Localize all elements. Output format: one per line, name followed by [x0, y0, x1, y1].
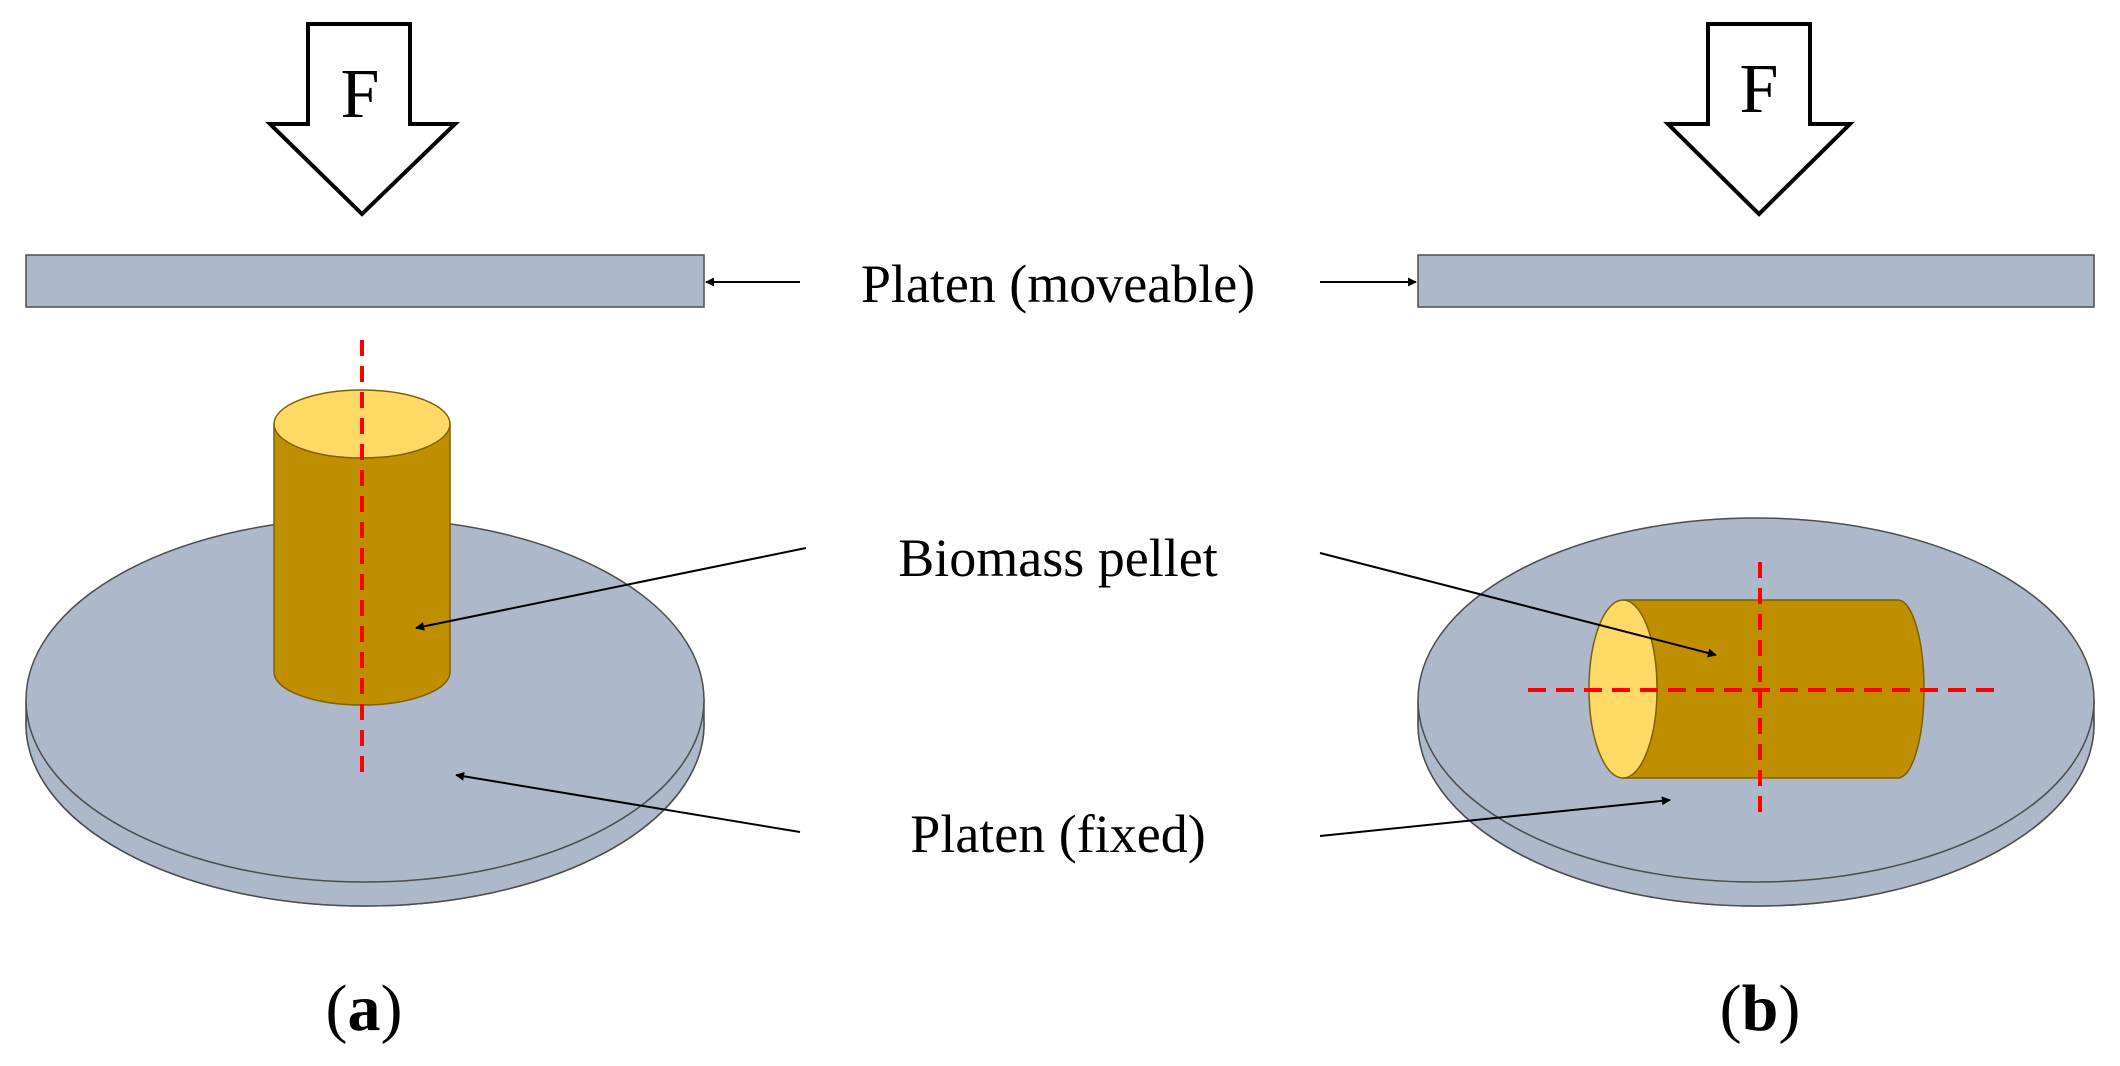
force-label-b: F	[1740, 51, 1779, 128]
leader-pellet-b	[1319, 552, 1717, 658]
label-platen-fixed: Platen (fixed)	[910, 804, 1205, 864]
panel-caption-a: (a)	[326, 972, 403, 1045]
moveable-platen-b	[1417, 254, 2095, 308]
panel-b: F	[1417, 22, 2095, 907]
annotations: Platen (moveable) Biomass pellet Platen …	[415, 254, 1717, 864]
panel-a: F	[25, 22, 705, 907]
panel-caption-a-letter: a	[348, 972, 381, 1045]
biomass-pellet-a	[273, 389, 451, 706]
force-label-a: F	[341, 56, 380, 133]
label-platen-moveable: Platen (moveable)	[861, 254, 1255, 314]
force-arrow-a: F	[265, 22, 460, 217]
label-biomass-pellet: Biomass pellet	[898, 528, 1217, 588]
leader-fixed-a	[455, 771, 801, 833]
panel-caption-b-letter: b	[1742, 972, 1779, 1045]
leader-pellet-a	[415, 547, 807, 631]
leader-fixed-b	[1319, 796, 1671, 837]
moveable-platen-a	[25, 254, 705, 308]
panel-caption-b: (b)	[1720, 972, 1801, 1045]
force-arrow-b: F	[1663, 22, 1855, 217]
fixed-platen-b	[1417, 517, 2095, 907]
